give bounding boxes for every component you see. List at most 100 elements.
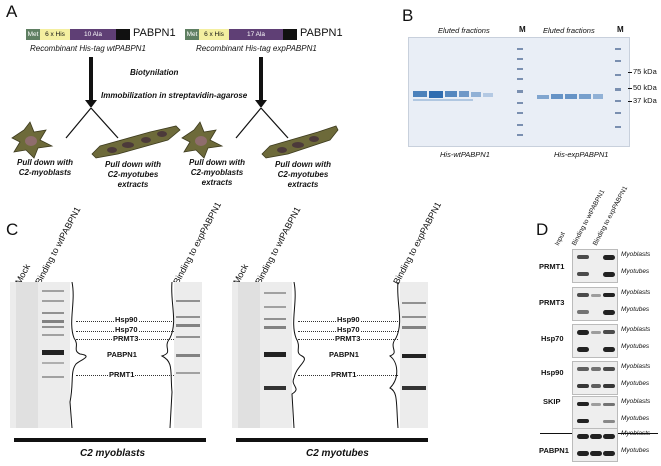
- cells: [11, 121, 339, 159]
- caption-line: Pull down with: [105, 160, 161, 169]
- gene-label: PABPN1: [133, 27, 176, 39]
- panel-letter-a: A: [6, 2, 18, 21]
- western-blot: [572, 287, 618, 321]
- condition-label: Myotubes: [621, 343, 650, 350]
- caption-line: C2-myoblasts: [190, 168, 244, 177]
- tail-box: [116, 29, 130, 40]
- protein-label: PRMT3: [334, 334, 362, 343]
- lane-label-binding-exp: Binding to expPABPN1: [391, 200, 444, 286]
- myoblast-cell-icon: [181, 121, 224, 159]
- lane-label-binding-wt: Binding to wtPABPN1: [253, 205, 303, 286]
- lane-label-binding-exp: Binding to expPABPN1: [171, 200, 224, 286]
- pulldown-caption: Pull down with C2-myoblasts extracts: [176, 158, 258, 188]
- blot-protein-label: SKIP: [543, 397, 561, 406]
- gel-right: [232, 282, 428, 429]
- arrow-shaft: [259, 57, 263, 101]
- marker-lane-label: M: [519, 25, 526, 34]
- condition-label: Myotubes: [621, 380, 650, 387]
- condition-label: Myoblasts: [621, 326, 651, 333]
- group-bar: [236, 438, 428, 442]
- protein-label: PRMT1: [330, 370, 358, 379]
- western-blot: [572, 428, 618, 462]
- tail-box: [283, 29, 297, 40]
- caption-line: C2-myoblasts: [18, 168, 72, 177]
- marker-tick: [628, 88, 632, 89]
- protein-label: Hsp70: [114, 325, 139, 334]
- protein-label: Hsp90: [114, 315, 139, 324]
- met-box: Met: [185, 29, 199, 40]
- caption-line: extracts: [287, 180, 319, 189]
- binding-wt-text: Binding to wtPABPN1: [33, 205, 83, 286]
- protein-label: PRMT1: [108, 370, 136, 379]
- his-box: 6 x His: [199, 29, 229, 40]
- group-bar: [14, 438, 206, 442]
- arrow-shaft: [89, 57, 93, 101]
- gel-bands: [413, 48, 621, 136]
- marker-tick: [628, 101, 632, 102]
- pulldown-caption: Pull down with C2-myoblasts: [4, 158, 86, 178]
- protein-label: Hsp90: [336, 315, 361, 324]
- column-label: Input: [553, 230, 567, 247]
- condition-label: Myoblasts: [621, 251, 651, 258]
- eluted-label: Eluted fractions: [543, 26, 595, 35]
- gene-label: PABPN1: [300, 27, 343, 39]
- caption-line: C2-myotubes: [277, 170, 329, 179]
- western-blot: [572, 396, 618, 430]
- caption-line: C2-myotubes: [107, 170, 159, 179]
- western-blot: [572, 249, 618, 283]
- myotube-cell-icon: [261, 125, 339, 159]
- ala-box: 17 Ala: [229, 29, 283, 40]
- caption-line: extracts: [201, 178, 233, 187]
- marker-tick: [628, 72, 632, 73]
- construct-caption: Recombinant His-tag wtPABPN1: [30, 44, 146, 53]
- protein-label: Hsp70: [336, 325, 361, 334]
- lane-label-binding-wt: Binding to wtPABPN1: [33, 205, 82, 286]
- protein-label: PRMT3: [112, 334, 140, 343]
- blot-protein-label: PRMT3: [539, 298, 565, 307]
- construct-caption: Recombinant His-tag expPABPN1: [196, 44, 317, 53]
- condition-label: Myotubes: [621, 447, 650, 454]
- coomassie-gel: [408, 37, 630, 147]
- ala-box: 10 Ala: [70, 29, 116, 40]
- panel-letter-c: C: [6, 220, 19, 239]
- step-biotynilation: Biotynilation: [130, 68, 179, 77]
- caption-line: Pull down with: [189, 158, 245, 167]
- blot-protein-label: PRMT1: [539, 262, 565, 271]
- met-box: Met: [26, 29, 40, 40]
- pulldown-caption: Pull down with C2-myotubes extracts: [262, 160, 344, 190]
- marker-label: 50 kDa: [633, 83, 657, 92]
- gel-left: [10, 282, 202, 429]
- his-box: 6 x His: [40, 29, 70, 40]
- blot-protein-label: Hsp70: [541, 334, 564, 343]
- marker-label: 37 kDa: [633, 96, 657, 105]
- myoblast-cell-icon: [11, 121, 54, 159]
- panel-letter-b: B: [402, 6, 414, 25]
- branch-lines: [65, 108, 289, 139]
- blot-protein-label: Hsp90: [541, 368, 564, 377]
- step-immobilization: Immobilization in streptavidin-agarose: [101, 91, 248, 100]
- condition-label: Myotubes: [621, 268, 650, 275]
- protein-label: PABPN1: [106, 350, 138, 359]
- condition-label: Myoblasts: [621, 363, 651, 370]
- myotube-cell-icon: [91, 125, 181, 159]
- gel-caption: His-expPABPN1: [554, 150, 609, 159]
- marker-label: 75 kDa: [633, 67, 657, 76]
- condition-label: Myoblasts: [621, 430, 651, 437]
- condition-label: Myoblasts: [621, 398, 651, 405]
- condition-label: Myotubes: [621, 306, 650, 313]
- caption-line: extracts: [117, 180, 149, 189]
- protein-label: PABPN1: [328, 350, 360, 359]
- western-blot: [572, 324, 618, 358]
- panel-letter-d: D: [536, 220, 549, 239]
- blot-protein-label: PABPN1: [539, 446, 569, 455]
- condition-label: Myotubes: [621, 415, 650, 422]
- group-footer: C2 myotubes: [306, 448, 369, 459]
- condition-label: Myoblasts: [621, 289, 651, 296]
- arrow-down-icon: [85, 100, 97, 108]
- caption-line: Pull down with: [17, 158, 73, 167]
- arrow-down-icon: [255, 100, 267, 108]
- pulldown-caption: Pull down with C2-myotubes extracts: [92, 160, 174, 190]
- gel-caption: His-wtPABPN1: [440, 150, 490, 159]
- eluted-label: Eluted fractions: [438, 26, 490, 35]
- group-footer: C2 myoblasts: [80, 448, 146, 459]
